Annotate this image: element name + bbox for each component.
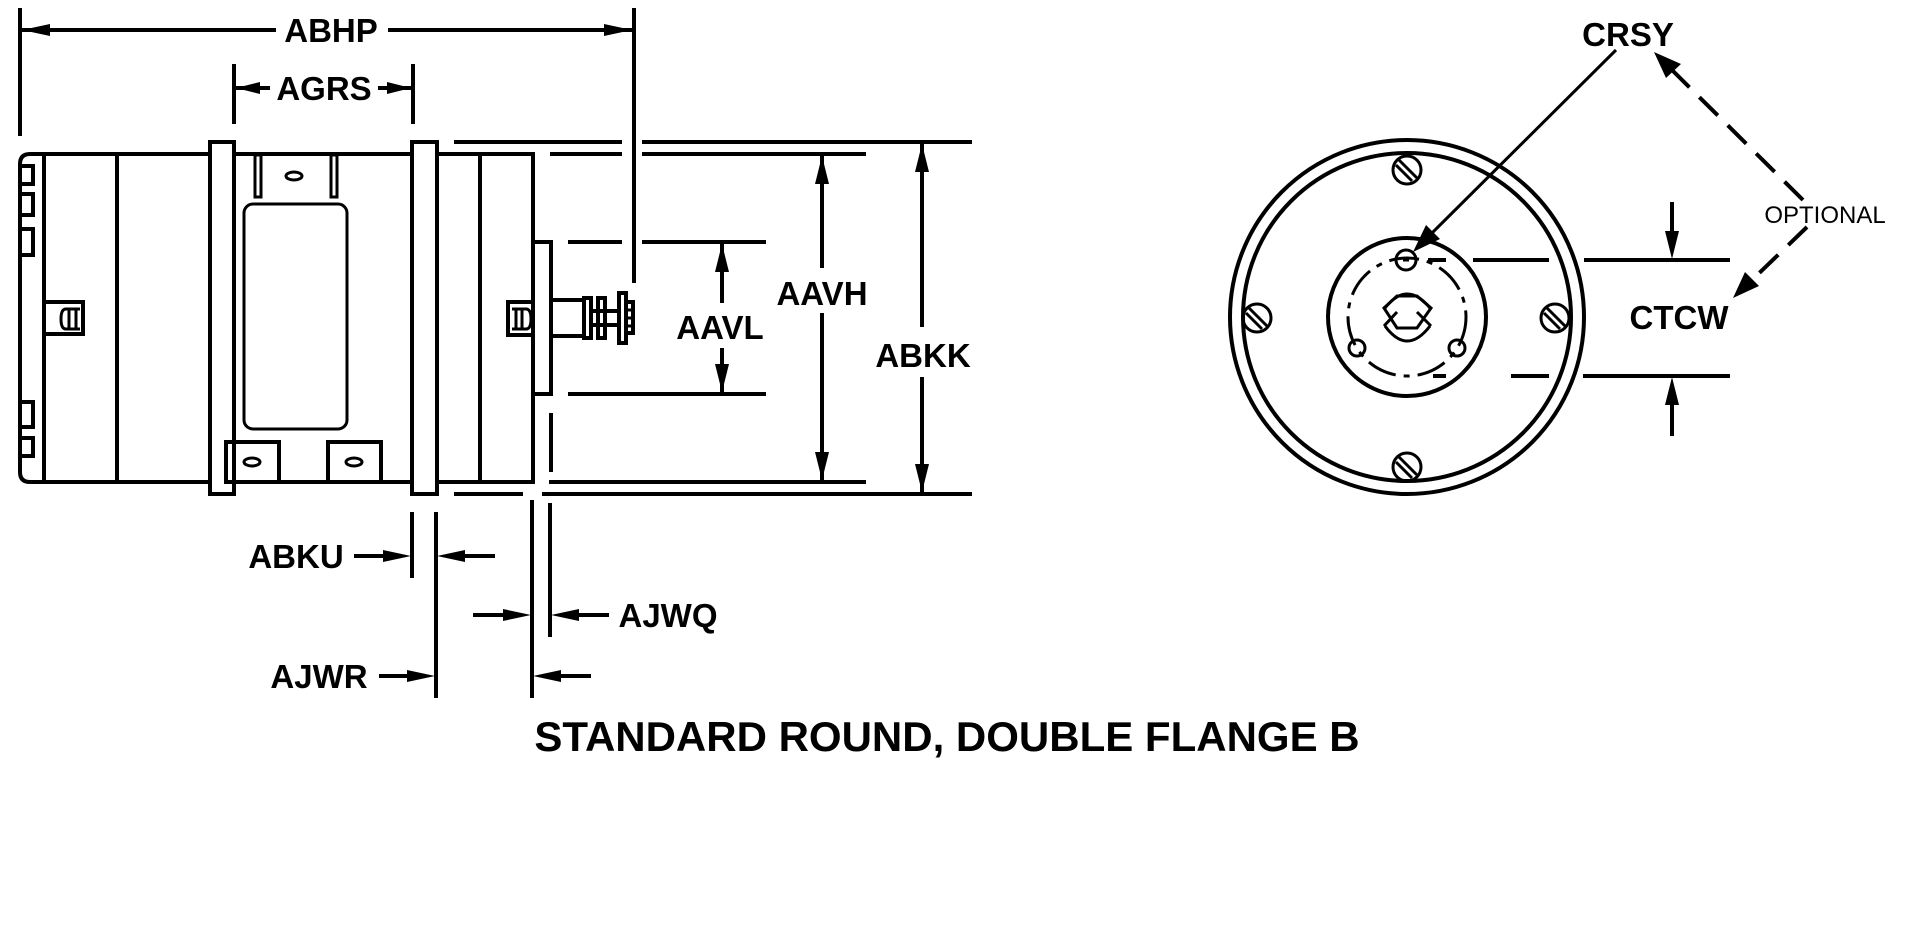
dim-label-abhp: ABHP bbox=[284, 12, 378, 49]
mount-foot-left bbox=[224, 440, 281, 484]
dim-label-ajwq: AJWQ bbox=[619, 597, 718, 634]
end-view: CTCW CRSY OPTIONAL bbox=[1228, 16, 1886, 496]
dim-abkk: ABKK bbox=[875, 144, 971, 492]
dim-crsy: CRSY bbox=[1413, 16, 1674, 252]
dim-aavh: AAVH bbox=[776, 156, 868, 480]
dim-ajwq: AJWQ bbox=[473, 500, 718, 698]
flange-left bbox=[208, 140, 236, 496]
connector bbox=[549, 291, 635, 345]
drawing-caption: STANDARD ROUND, DOUBLE FLANGE B bbox=[534, 713, 1359, 760]
mount-hole-lower-right bbox=[1447, 338, 1467, 358]
inner-flange-circle bbox=[1241, 151, 1573, 483]
dim-ajwr: AJWR bbox=[270, 658, 591, 695]
dim-abhp: ABHP bbox=[18, 8, 636, 283]
dim-label-agrs: AGRS bbox=[276, 70, 371, 107]
top-slot-right bbox=[329, 153, 339, 199]
optional-label: OPTIONAL bbox=[1764, 202, 1885, 229]
dim-ctcw: CTCW bbox=[1630, 202, 1730, 436]
shaft-key bbox=[1382, 292, 1434, 343]
outer-flange-circle bbox=[1228, 138, 1586, 496]
dim-label-ajwr: AJWR bbox=[270, 658, 367, 695]
screw-left bbox=[1241, 302, 1273, 334]
dim-label-aavh: AAVH bbox=[776, 275, 867, 312]
bolt-circle bbox=[1346, 256, 1468, 378]
connector-plate bbox=[531, 240, 553, 396]
nameplate-window bbox=[242, 202, 349, 431]
screw-right bbox=[1539, 302, 1571, 334]
top-slot-left bbox=[253, 153, 263, 199]
end-tabs bbox=[18, 164, 35, 458]
extension-lines bbox=[454, 140, 972, 496]
top-mount-hole bbox=[284, 170, 304, 182]
mount-hole-lower-left bbox=[1347, 338, 1367, 358]
optional-note: OPTIONAL bbox=[1654, 52, 1886, 298]
right-clip bbox=[506, 300, 535, 337]
dim-label-ctcw: CTCW bbox=[1630, 299, 1730, 336]
left-clip bbox=[42, 300, 85, 336]
keyway-hole bbox=[1394, 248, 1418, 272]
screw-top bbox=[1391, 154, 1423, 186]
dim-abku: ABKU bbox=[248, 512, 495, 698]
mount-foot-right bbox=[326, 440, 383, 484]
flange-right bbox=[410, 140, 439, 496]
dim-label-aavl: AAVL bbox=[676, 309, 763, 346]
motor-body-outline bbox=[18, 152, 535, 484]
dim-agrs: AGRS bbox=[232, 64, 415, 124]
side-view: ABHP AGRS AAVL AAVH bbox=[18, 8, 972, 698]
screw-bottom bbox=[1391, 451, 1423, 483]
dim-label-crsy: CRSY bbox=[1582, 16, 1674, 53]
foot-hole-left bbox=[242, 456, 262, 468]
dim-label-abkk: ABKK bbox=[875, 337, 970, 374]
foot-hole-right bbox=[344, 456, 364, 468]
dim-aavl: AAVL bbox=[676, 244, 764, 392]
hub-circle bbox=[1326, 236, 1488, 398]
dim-label-abku: ABKU bbox=[248, 538, 343, 575]
